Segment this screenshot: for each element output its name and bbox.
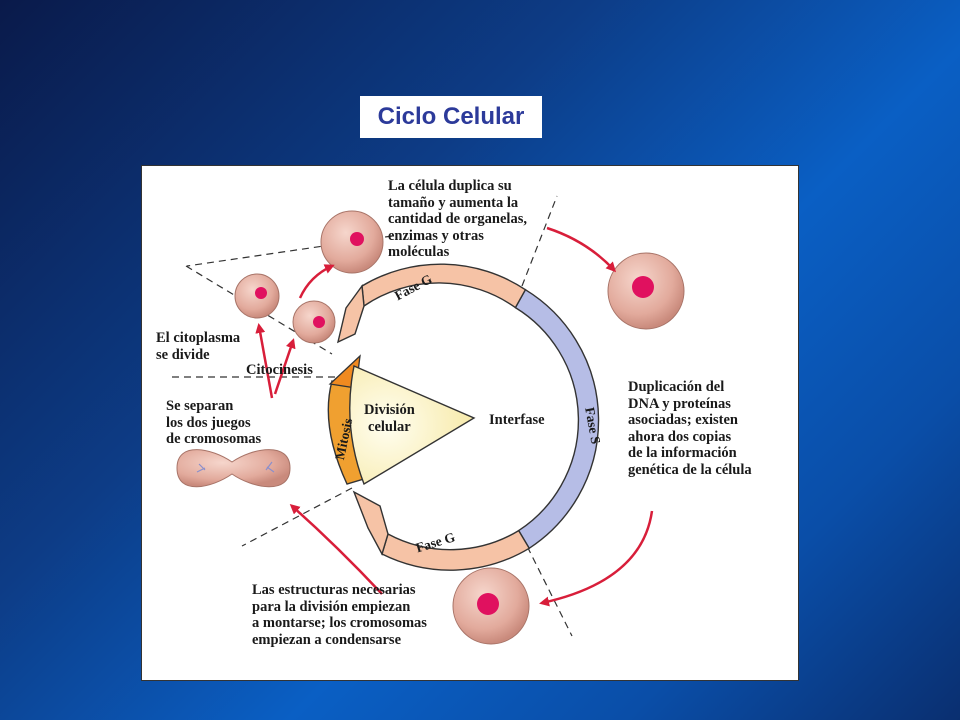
g2-phase-band [381,529,531,571]
cell-cycle-graphic [172,195,685,645]
transition-arrows [255,226,654,607]
chromosome-separation-annotation: Se separan los dos juegos de cromosomas [166,398,262,447]
structures-annotation: Las estructuras necesarias para la divis… [252,582,427,648]
dna-duplication-annotation: Duplicación del DNA y proteínas asociada… [628,379,752,478]
cytoplasm-division-annotation: El citoplasma se divide [156,330,241,363]
slide-title: Ciclo Celular [360,96,542,138]
cells [176,210,685,645]
cell-division-wedge [349,365,476,486]
cytokinesis-label: Citocinesis [246,362,313,378]
g2-phase-arrowhead [352,490,389,556]
g1-phase-arrowhead [336,284,365,344]
g1-phase-band [361,263,527,309]
cell-cycle-diagram: Fase G Fase S Fase G Mitosis División ce… [141,165,799,681]
interphase-label: Interfase [489,412,545,428]
growth-annotation: La célula duplica su tamaño y aumenta la… [388,178,527,260]
cell-division-label: División celular [364,402,415,435]
